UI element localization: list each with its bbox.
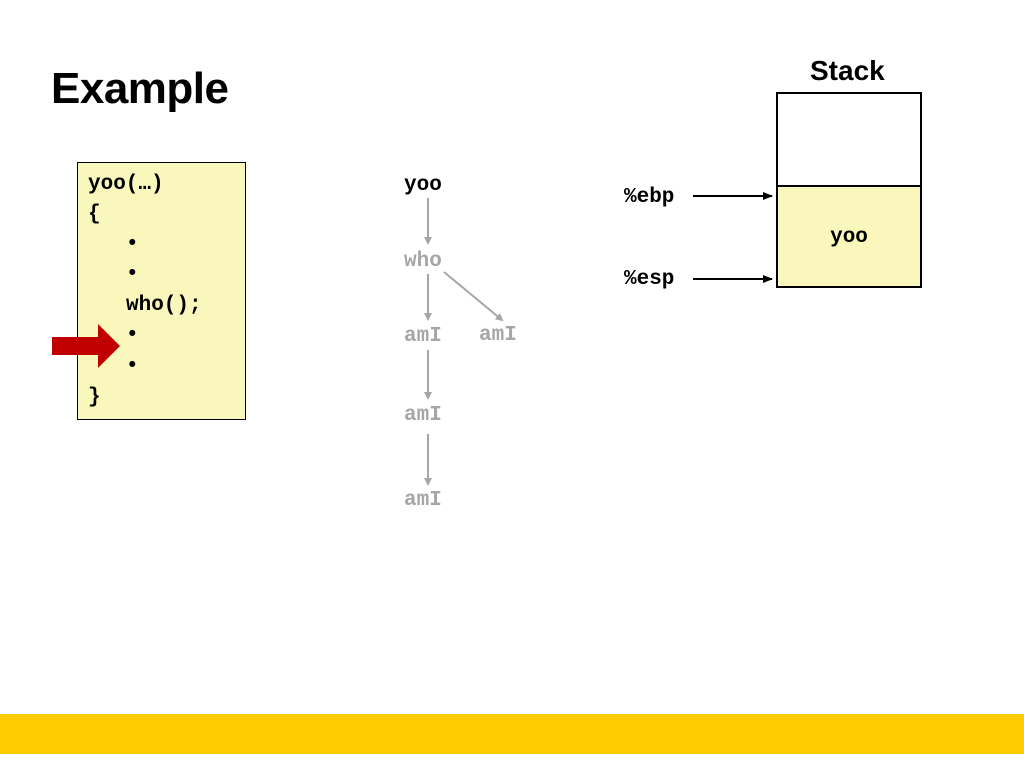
code-line-call-who: who(); bbox=[126, 294, 202, 317]
stack-title: Stack bbox=[810, 55, 885, 86]
code-line-dot-3: • bbox=[126, 324, 139, 347]
code-line-dot-2: • bbox=[126, 263, 139, 286]
tree-node-amI-3: amI bbox=[404, 404, 442, 427]
stack-frame-yoo bbox=[776, 185, 922, 288]
code-box bbox=[77, 162, 246, 420]
footer-bar bbox=[0, 714, 1024, 754]
tree-node-amI-2: amI bbox=[479, 324, 517, 347]
code-line-open-brace: { bbox=[88, 203, 101, 226]
stack-frame-label: yoo bbox=[830, 226, 868, 249]
slide-title: Example bbox=[51, 64, 229, 113]
ebp-register-label: %ebp bbox=[624, 186, 675, 209]
code-line-dot-1: • bbox=[126, 233, 139, 256]
tree-node-amI-4: amI bbox=[404, 489, 442, 512]
edge-who-amI-2 bbox=[443, 271, 504, 322]
code-line-dot-4: • bbox=[126, 355, 139, 378]
esp-register-label: %esp bbox=[624, 268, 675, 291]
tree-node-amI-1: amI bbox=[404, 325, 442, 348]
tree-node-yoo: yoo bbox=[404, 174, 442, 197]
current-line-arrow-icon bbox=[52, 324, 120, 368]
stack-empty-region bbox=[776, 92, 922, 187]
code-line-signature: yoo(…) bbox=[88, 173, 164, 196]
tree-node-who: who bbox=[404, 250, 442, 273]
code-line-close-brace: } bbox=[88, 386, 101, 409]
